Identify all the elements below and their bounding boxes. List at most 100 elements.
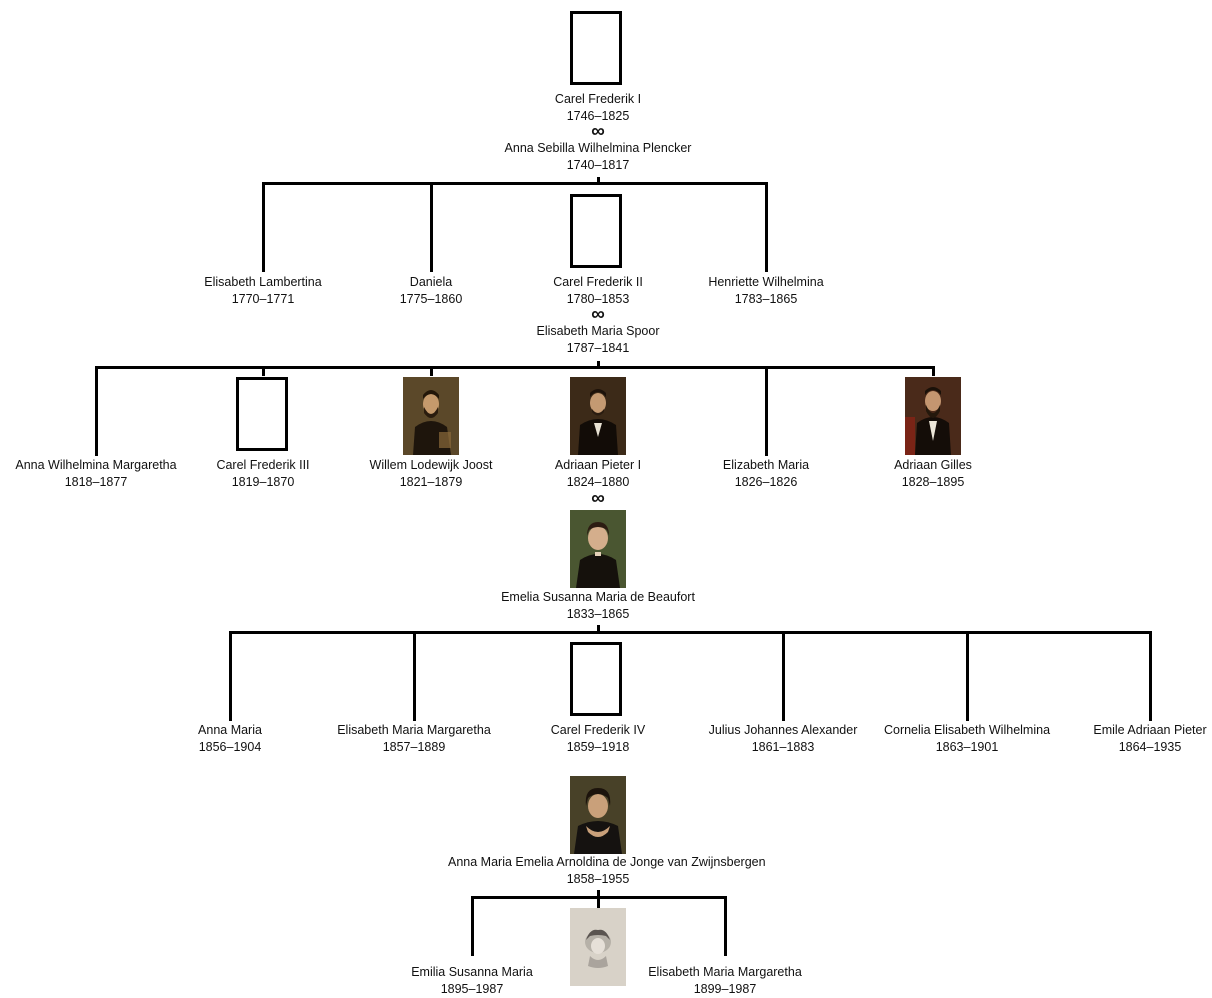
child-drop (262, 182, 265, 272)
child-drop (471, 896, 474, 956)
person-name: Elisabeth Maria Margaretha (337, 723, 491, 737)
person-years: 1833–1865 (566, 607, 630, 621)
person-label[interactable]: Henriette Wilhelmina 1783–1865 (616, 274, 916, 308)
person-name: Carel Frederik I (554, 92, 642, 106)
person-name: Elisabeth Maria Margaretha (648, 965, 802, 979)
person-name: Cornelia Elisabeth Wilhelmina (883, 723, 1051, 737)
child-drop (765, 366, 768, 456)
portrait-man-icon[interactable] (905, 377, 961, 455)
person-years: 1859–1918 (566, 740, 630, 754)
person-label[interactable]: Emelia Susanna Maria de Beaufort 1833–18… (448, 589, 748, 623)
portrait-man-icon[interactable] (403, 377, 459, 455)
sibling-bar (262, 182, 768, 185)
person-name: Anna Maria (198, 723, 262, 737)
person-label[interactable]: Anna Wilhelmina Margaretha 1818–1877 (0, 457, 246, 491)
person-name: Elisabeth Maria Spoor (536, 324, 660, 338)
person-label[interactable]: Elisabeth Lambertina 1770–1771 (113, 274, 413, 308)
child-drop (932, 366, 935, 376)
connector-stem (597, 177, 600, 185)
child-drop (229, 631, 232, 721)
person-label[interactable]: Carel Frederik I 1746–1825 (448, 91, 748, 125)
person-label[interactable]: Elisabeth Maria Margaretha 1899–1987 (575, 964, 875, 998)
child-drop (430, 182, 433, 272)
child-drop (95, 366, 98, 456)
person-years: 1826–1826 (734, 475, 798, 489)
person-name: Carel Frederik II (553, 275, 643, 289)
person-label[interactable]: Anna Maria Emelia Arnoldina de Jonge van… (448, 854, 766, 888)
person-label[interactable]: Elisabeth Maria Margaretha 1857–1889 (264, 722, 564, 756)
person-label[interactable]: Willem Lodewijk Joost 1821–1879 (281, 457, 581, 491)
person-name: Elisabeth Lambertina (204, 275, 322, 289)
person-years: 1770–1771 (231, 292, 295, 306)
person-label[interactable]: Emilia Susanna Maria 1895–1987 (322, 964, 622, 998)
portrait-frame-empty (570, 194, 622, 268)
person-name: Anna Sebilla Wilhelmina Plencker (504, 141, 692, 155)
portrait-man-icon[interactable] (570, 377, 626, 455)
person-label[interactable]: Carel Frederik IV 1859–1918 (448, 722, 748, 756)
person-years: 1861–1883 (751, 740, 815, 754)
person-years: 1787–1841 (566, 341, 630, 355)
person-name: Emile Adriaan Pieter (1093, 723, 1207, 737)
person-label[interactable]: Carel Frederik II 1780–1853 (448, 274, 748, 308)
connector-stem (597, 625, 600, 633)
child-drop (966, 631, 969, 721)
person-years: 1746–1825 (566, 109, 630, 123)
child-drop (413, 631, 416, 721)
marriage-symbol-icon: ∞ (591, 304, 605, 325)
child-drop (430, 366, 433, 376)
portrait-frame-empty (570, 642, 622, 716)
child-drop (1149, 631, 1152, 721)
child-drop (765, 182, 768, 272)
portrait-woman-icon[interactable] (570, 510, 626, 588)
person-years: 1858–1955 (566, 872, 630, 886)
person-years: 1863–1901 (935, 740, 999, 754)
person-years: 1740–1817 (566, 158, 630, 172)
person-label[interactable]: Adriaan Gilles 1828–1895 (783, 457, 1083, 491)
person-years: 1856–1904 (198, 740, 262, 754)
person-label[interactable]: Elisabeth Maria Spoor 1787–1841 (448, 323, 748, 357)
person-label[interactable]: Anna Sebilla Wilhelmina Plencker 1740–18… (448, 140, 748, 174)
portrait-woman-icon[interactable] (570, 776, 626, 854)
person-label[interactable]: Carel Frederik III 1819–1870 (113, 457, 413, 491)
person-name: Adriaan Gilles (894, 458, 972, 472)
photo-sketch-icon[interactable] (570, 908, 626, 986)
connector-stem (597, 890, 600, 898)
sibling-bar (229, 631, 1152, 634)
person-label[interactable]: Cornelia Elisabeth Wilhelmina 1863–1901 (817, 722, 1117, 756)
child-drop (724, 896, 727, 956)
child-drop (597, 896, 600, 908)
person-name: Adriaan Pieter I (554, 458, 642, 472)
person-years: 1857–1889 (382, 740, 446, 754)
person-name: Carel Frederik III (216, 458, 310, 472)
person-name: Elizabeth Maria (722, 458, 810, 472)
person-years: 1783–1865 (734, 292, 798, 306)
person-name: Emilia Susanna Maria (411, 965, 533, 979)
sibling-bar (95, 366, 935, 369)
person-years: 1780–1853 (566, 292, 630, 306)
person-name: Henriette Wilhelmina (708, 275, 824, 289)
person-label[interactable]: Daniela 1775–1860 (281, 274, 581, 308)
child-drop (262, 366, 265, 376)
connector-stem (597, 361, 600, 369)
person-years: 1824–1880 (566, 475, 630, 489)
portrait-frame-empty (570, 11, 622, 85)
person-label[interactable]: Adriaan Pieter I 1824–1880 (448, 457, 748, 491)
person-years: 1864–1935 (1118, 740, 1182, 754)
person-years: 1819–1870 (231, 475, 295, 489)
person-years: 1775–1860 (399, 292, 463, 306)
person-years: 1828–1895 (901, 475, 965, 489)
person-name: Anna Wilhelmina Margaretha (15, 458, 177, 472)
marriage-symbol-icon: ∞ (591, 121, 605, 142)
person-label[interactable]: Elizabeth Maria 1826–1826 (616, 457, 916, 491)
person-years: 1895–1987 (440, 982, 504, 996)
person-name: Carel Frederik IV (550, 723, 646, 737)
person-years: 1899–1987 (693, 982, 757, 996)
person-label[interactable]: Anna Maria 1856–1904 (80, 722, 380, 756)
person-name: Julius Johannes Alexander (708, 723, 858, 737)
person-label[interactable]: Julius Johannes Alexander 1861–1883 (633, 722, 933, 756)
person-years: 1821–1879 (399, 475, 463, 489)
person-label[interactable]: Emile Adriaan Pieter 1864–1935 (1000, 722, 1212, 756)
portrait-frame-empty (236, 377, 288, 451)
person-years: 1818–1877 (64, 475, 128, 489)
